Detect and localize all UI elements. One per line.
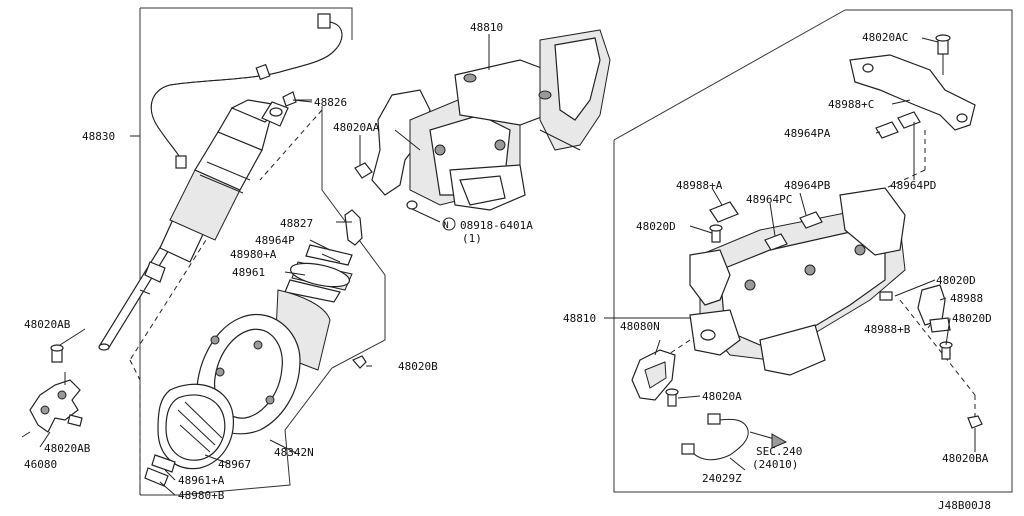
pads-48964PB-PC — [764, 211, 823, 251]
right-leaders — [612, 37, 976, 471]
bracket-48988-48988B — [879, 284, 953, 360]
left-leaders — [21, 99, 352, 496]
nut-48020BA — [967, 415, 983, 429]
label-08918-6401A: 08918-6401A — [460, 219, 533, 232]
label-48020BA: 48020BA — [942, 452, 989, 465]
label-48342N: 48342N — [274, 446, 314, 459]
label-48988C: 48988+C — [828, 98, 874, 111]
label-24029Z: 24029Z — [702, 472, 742, 485]
part-labels: 48830 48826 48827 48964P 48980+A 48961 4… — [24, 21, 992, 512]
center-leaders — [359, 34, 490, 231]
bolt-48020B — [352, 355, 372, 369]
label-46080: 46080 — [24, 458, 57, 471]
label-08918-qty: (1) — [462, 232, 482, 245]
label-48810-top: 48810 — [470, 21, 503, 34]
bolt-48020A — [665, 388, 679, 407]
lower-column-shaft — [98, 99, 289, 351]
switch-48080N — [631, 349, 676, 401]
label-48020D-left: 48020D — [636, 220, 676, 233]
right-column-assembly — [689, 187, 906, 376]
label-48020D-right-bottom: 48020D — [952, 312, 992, 325]
label-48020B: 48020B — [398, 360, 438, 373]
label-48964P: 48964P — [255, 234, 295, 247]
label-48020D-right-top: 48020D — [936, 274, 976, 287]
label-48020AB-top: 48020AB — [24, 318, 71, 331]
label-48980A: 48980+A — [230, 248, 277, 261]
label-48988: 48988 — [950, 292, 983, 305]
center-column-assembly — [354, 29, 611, 211]
seal-stack — [284, 209, 363, 303]
clip-48826 — [282, 91, 312, 107]
label-48964PC: 48964PC — [746, 193, 792, 206]
label-48964PD: 48964PD — [890, 179, 936, 192]
label-48020AA: 48020AA — [333, 121, 380, 134]
label-48080N: 48080N — [620, 320, 660, 333]
bracket-48988C — [849, 34, 976, 131]
label-48988A: 48988+A — [676, 179, 723, 192]
clip-48988A — [709, 201, 739, 243]
harness-24029Z — [681, 413, 788, 461]
label-48964PA: 48964PA — [784, 127, 831, 140]
label-48810-right: 48810 — [563, 312, 596, 325]
label-48020A: 48020A — [702, 390, 742, 403]
gasket-48967 — [157, 383, 234, 470]
drawing-code: J48B00J8 — [938, 499, 991, 512]
bracket-46080 — [29, 344, 83, 433]
label-48830: 48830 — [82, 130, 115, 143]
label-48826: 48826 — [314, 96, 347, 109]
label-sec240-ref: (24010) — [752, 458, 798, 471]
pads-48964PA-PD — [875, 111, 921, 139]
label-48020AB-bottom: 48020AB — [44, 442, 91, 455]
label-48961: 48961 — [232, 266, 265, 279]
n-symbol: N — [443, 221, 448, 231]
label-48964PB: 48964PB — [784, 179, 831, 192]
label-sec240: SEC.240 — [756, 445, 802, 458]
wire-harness-48830 — [150, 13, 343, 169]
label-48980B: 48980+B — [178, 489, 225, 502]
label-48020AC: 48020AC — [862, 31, 908, 44]
label-48827: 48827 — [280, 217, 313, 230]
label-48961A: 48961+A — [178, 474, 225, 487]
label-48967: 48967 — [218, 458, 251, 471]
label-48988B: 48988+B — [864, 323, 911, 336]
